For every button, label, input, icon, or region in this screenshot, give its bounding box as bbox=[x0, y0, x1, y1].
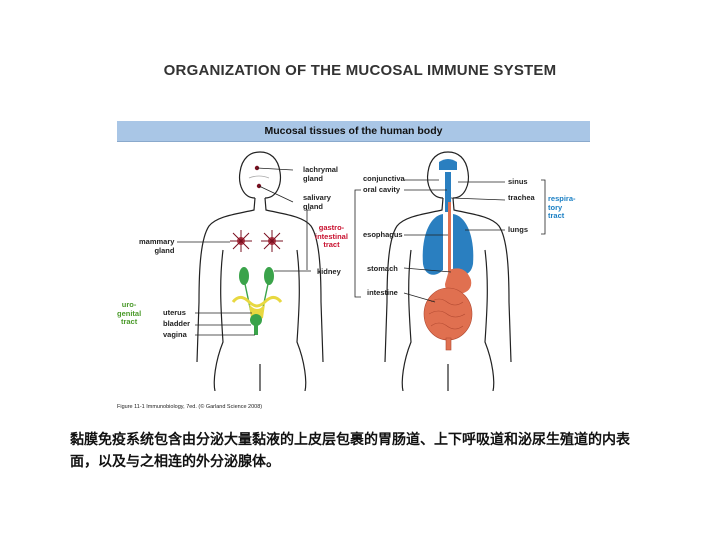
label-intestine: intestine bbox=[367, 288, 398, 297]
label-trachea: trachea bbox=[508, 193, 535, 202]
label-bladder: bladder bbox=[163, 319, 191, 328]
lungs bbox=[422, 214, 474, 275]
figure-header: Mucosal tissues of the human body bbox=[117, 121, 590, 142]
intestine bbox=[423, 287, 473, 351]
label-esophagus: esophagus bbox=[363, 230, 403, 239]
figure-body: lachrymal gland salivary gland gastro- i… bbox=[117, 142, 590, 410]
slide-title: ORGANIZATION OF THE MUCOSAL IMMUNE SYSTE… bbox=[163, 62, 557, 79]
label-vagina: vagina bbox=[163, 330, 187, 339]
label-oral-cavity: oral cavity bbox=[363, 185, 401, 194]
label-urogenital-tract: uro- genital tract bbox=[117, 300, 142, 326]
mucosal-tissues-figure: Mucosal tissues of the human body bbox=[117, 121, 590, 410]
right-body-outline bbox=[384, 151, 512, 391]
label-sinus: sinus bbox=[508, 177, 528, 186]
left-pointer-lines bbox=[177, 167, 311, 336]
bladder-shape bbox=[250, 314, 262, 335]
label-uterus: uterus bbox=[163, 308, 186, 317]
label-conjunctiva: conjunctiva bbox=[363, 174, 405, 183]
body-illustration bbox=[177, 151, 546, 391]
mammary-gland-left bbox=[230, 230, 252, 252]
label-salivary-gland: salivary gland bbox=[303, 193, 331, 211]
slide-description: 黏膜免疫系统包含由分泌大量黏液的上皮层包裹的胃肠道、上下呼吸道和泌尿生殖道的内表… bbox=[70, 432, 630, 470]
label-lachrymal-gland: lachrymal gland bbox=[303, 165, 339, 183]
label-kidney: kidney bbox=[317, 267, 341, 276]
mammary-gland-right bbox=[261, 230, 283, 252]
label-stomach: stomach bbox=[367, 264, 398, 273]
figure-caption: Figure 11-1 Immunobiology, 7ed. (© Garla… bbox=[117, 404, 263, 410]
label-lungs: lungs bbox=[508, 225, 528, 234]
label-mammary-gland: mammary gland bbox=[139, 237, 175, 255]
esophagus-stomach bbox=[445, 202, 472, 294]
label-gastrointestinal-tract: gastro- intestinal tract bbox=[315, 223, 348, 249]
right-pointer-lines bbox=[354, 179, 546, 303]
sinus-trachea bbox=[439, 159, 457, 212]
label-respiratory-tract: respira- tory tract bbox=[548, 194, 576, 220]
left-body-outline bbox=[196, 151, 324, 391]
